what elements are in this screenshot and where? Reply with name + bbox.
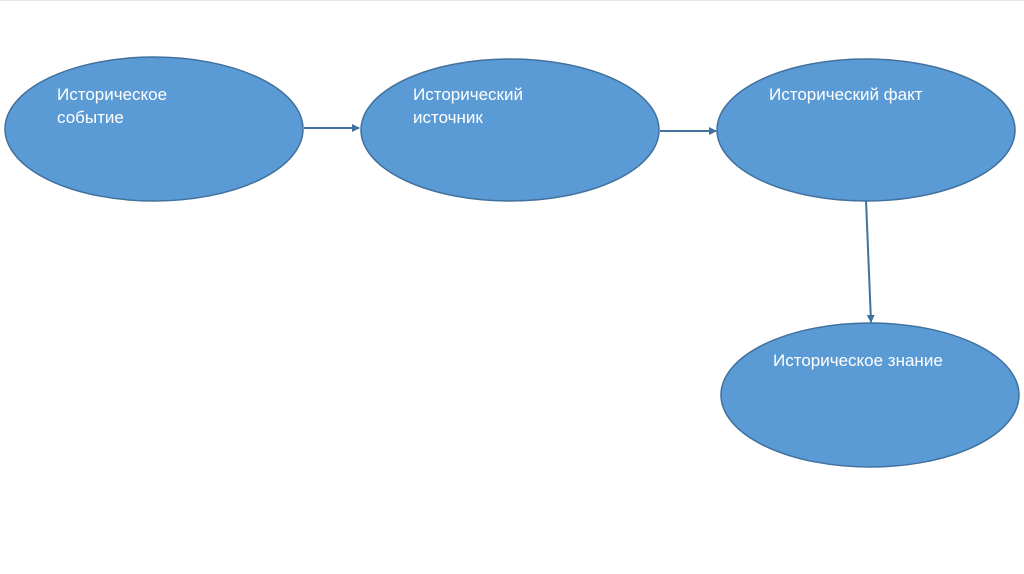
- node-source-ellipse: [360, 58, 660, 202]
- node-event-label: Историческое событие: [57, 85, 168, 127]
- node-fact-label: Исторический факт: [769, 85, 923, 104]
- node-event-ellipse: [4, 56, 304, 202]
- node-fact-ellipse: [716, 58, 1016, 202]
- arrow-fact-to-knowledge: [865, 199, 875, 323]
- node-source-label: Исторический источник: [413, 85, 523, 127]
- node-knowledge-label: Историческое знание: [773, 351, 943, 370]
- top-divider: [0, 0, 1024, 1]
- node-knowledge-ellipse: [720, 322, 1020, 468]
